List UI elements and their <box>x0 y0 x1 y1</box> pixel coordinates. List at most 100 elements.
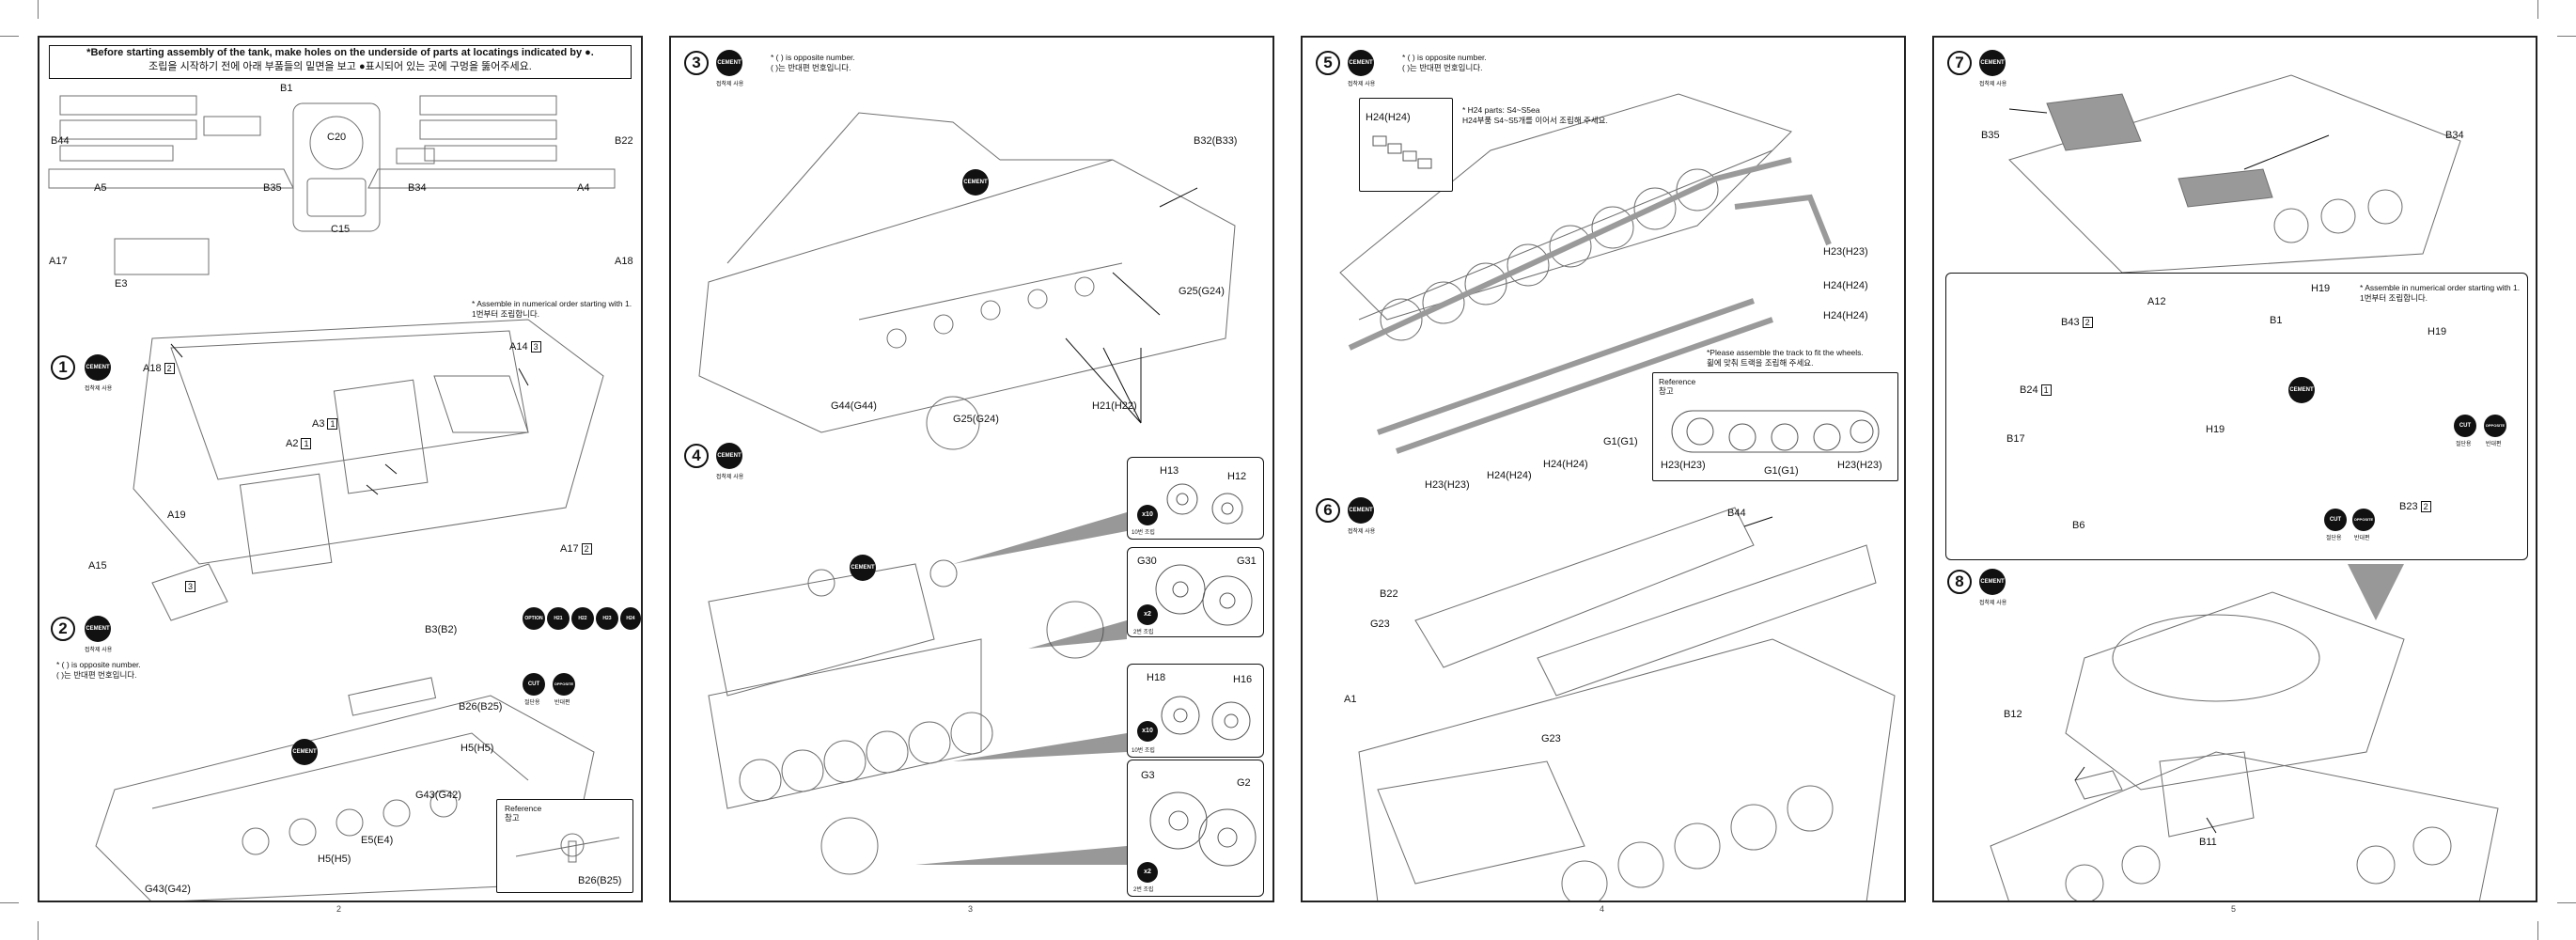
cut-icon: CUT <box>2324 509 2347 531</box>
part-label: B44 <box>1727 508 1746 519</box>
part-label: B22 <box>615 135 633 147</box>
count-icon: x2 <box>1137 862 1158 883</box>
part-label: B34 <box>408 182 427 194</box>
step-number: 6 <box>1316 498 1340 523</box>
part-label: B26(B25) <box>459 701 503 713</box>
part-name: B24 <box>2020 384 2038 396</box>
detail-frame: G3 G2 x2 2번 조립 <box>1127 760 1264 897</box>
part-label: H5(H5) <box>461 743 494 754</box>
badge-caption: 반대편 <box>554 700 570 706</box>
track-reference-illustration <box>1671 410 1880 453</box>
part-label: G44(G44) <box>831 400 877 412</box>
part-label: E5(E4) <box>361 835 394 846</box>
notice-line-en: *Before starting assembly of the tank, m… <box>86 47 594 58</box>
part-label: A18 <box>615 256 633 267</box>
badge-caption: 접착제 사용 <box>1348 82 1376 87</box>
note-line-ko: H24부품 S4~S5개를 이어서 조립해 주세요. <box>1462 116 1608 125</box>
note-line-en: * H24 parts: S4~S5ea <box>1462 105 1540 115</box>
part-label: H18 <box>1147 672 1166 683</box>
drill-hole-notice: *Before starting assembly of the tank, m… <box>49 45 632 79</box>
part-label: H13 <box>1160 465 1179 477</box>
part-label: A1 <box>1344 694 1357 705</box>
option-icon: H23 <box>596 607 618 630</box>
part-label: G25(G24) <box>953 414 999 425</box>
part-label: B44 <box>51 135 70 147</box>
badge-caption: 2번 조립 <box>1133 630 1154 635</box>
note-line-ko: 휠에 맞춰 트랙을 조립해 주세요. <box>1707 358 1814 368</box>
part-label: 3 <box>182 581 196 592</box>
cement-icon: CEMENT <box>716 443 742 469</box>
part-label: H24(H24) <box>1823 310 1868 321</box>
part-name: A18 <box>143 363 162 374</box>
crop-mark <box>0 36 19 37</box>
page2-illustrations <box>48 95 616 901</box>
reference-sub: 참고 <box>505 813 520 822</box>
part-label: B11 <box>2199 837 2217 848</box>
badge-caption: 접착제 사용 <box>716 82 744 87</box>
part-label: A19 <box>167 509 186 521</box>
order-number: 2 <box>2420 501 2431 512</box>
count-icon: x10 <box>1137 505 1158 525</box>
badge-caption: 접착제 사용 <box>1979 601 2007 606</box>
part-name: A17 <box>560 543 579 555</box>
note-line-ko: 1번부터 조립합니다. <box>472 309 540 319</box>
step-number: 2 <box>51 617 75 641</box>
part-label: B17 <box>2006 433 2025 445</box>
part-label: A5 <box>94 182 107 194</box>
part-label: B3(B2) <box>425 624 458 635</box>
manual-page-3: 3 CEMENT 접착제 사용 * ( ) is opposite number… <box>669 36 1274 902</box>
option-icon: OPTION <box>523 607 545 630</box>
part-label: H23(H23) <box>1425 479 1470 491</box>
detail-frame: H13 H12 x10 10번 조립 <box>1127 457 1264 540</box>
part-label: A12 <box>2147 296 2166 307</box>
cement-icon: CEMENT <box>850 555 876 581</box>
step-number: 5 <box>1316 51 1340 75</box>
part-label: A15 <box>88 560 107 572</box>
part-label: B1 <box>280 83 293 94</box>
crop-mark <box>38 921 39 940</box>
order-number: 1 <box>2040 384 2052 396</box>
part-label: B35 <box>1981 130 2000 141</box>
wheel-illustration <box>1149 791 1257 867</box>
badge-caption: 반대편 <box>2486 442 2502 447</box>
reference-title: Reference <box>505 804 542 813</box>
part-label: G43(G42) <box>145 884 191 895</box>
part-name: A2 <box>286 438 299 449</box>
option-icon: H21 <box>547 607 570 630</box>
part-label: H12 <box>1227 471 1247 482</box>
badge-caption: 절단용 <box>2456 442 2472 447</box>
option-icon: H24 <box>620 607 641 630</box>
order-number: 2 <box>164 363 175 374</box>
badge-caption: 절단용 <box>2326 536 2342 541</box>
part-label: H21(H22) <box>1092 400 1137 412</box>
part-label: G30 <box>1137 556 1157 567</box>
cement-icon: CEMENT <box>2288 377 2315 403</box>
part-label: H24(H24) <box>1487 470 1532 481</box>
page3-illustrations <box>698 112 1236 875</box>
cement-icon: CEMENT <box>962 169 989 196</box>
part-label: B26(B25) <box>578 875 622 886</box>
reference-box: Reference 참고 H23(H23) G1(G1) H23(H23) <box>1652 372 1898 481</box>
wheel-illustration <box>1166 483 1243 525</box>
track-note: *Please assemble the track to fit the wh… <box>1707 348 1864 368</box>
badge-caption: 반대편 <box>2354 536 2370 541</box>
wheel-illustration <box>1155 564 1253 626</box>
note-line-ko: ( )는 반대편 번호입니다. <box>56 670 137 680</box>
part-label: H23(H23) <box>1837 460 1882 471</box>
part-label: E3 <box>115 278 128 290</box>
h24-note: * H24 parts: S4~S5ea H24부품 S4~S5개를 이어서 조… <box>1462 105 1608 126</box>
part-label: A4 <box>577 182 590 194</box>
cut-icon: CUT <box>523 673 545 696</box>
crop-mark <box>2537 921 2538 940</box>
page-number: 5 <box>2231 904 2237 914</box>
note-line-en: * Assemble in numerical order starting w… <box>472 299 632 308</box>
note-line-en: * ( ) is opposite number. <box>1402 53 1487 62</box>
assembly-note: * ( ) is opposite number. ( )는 반대편 번호입니다… <box>56 660 141 681</box>
part-label: C20 <box>327 132 347 143</box>
cut-icon: CUT <box>2454 415 2476 437</box>
part-label: B35 <box>263 182 282 194</box>
